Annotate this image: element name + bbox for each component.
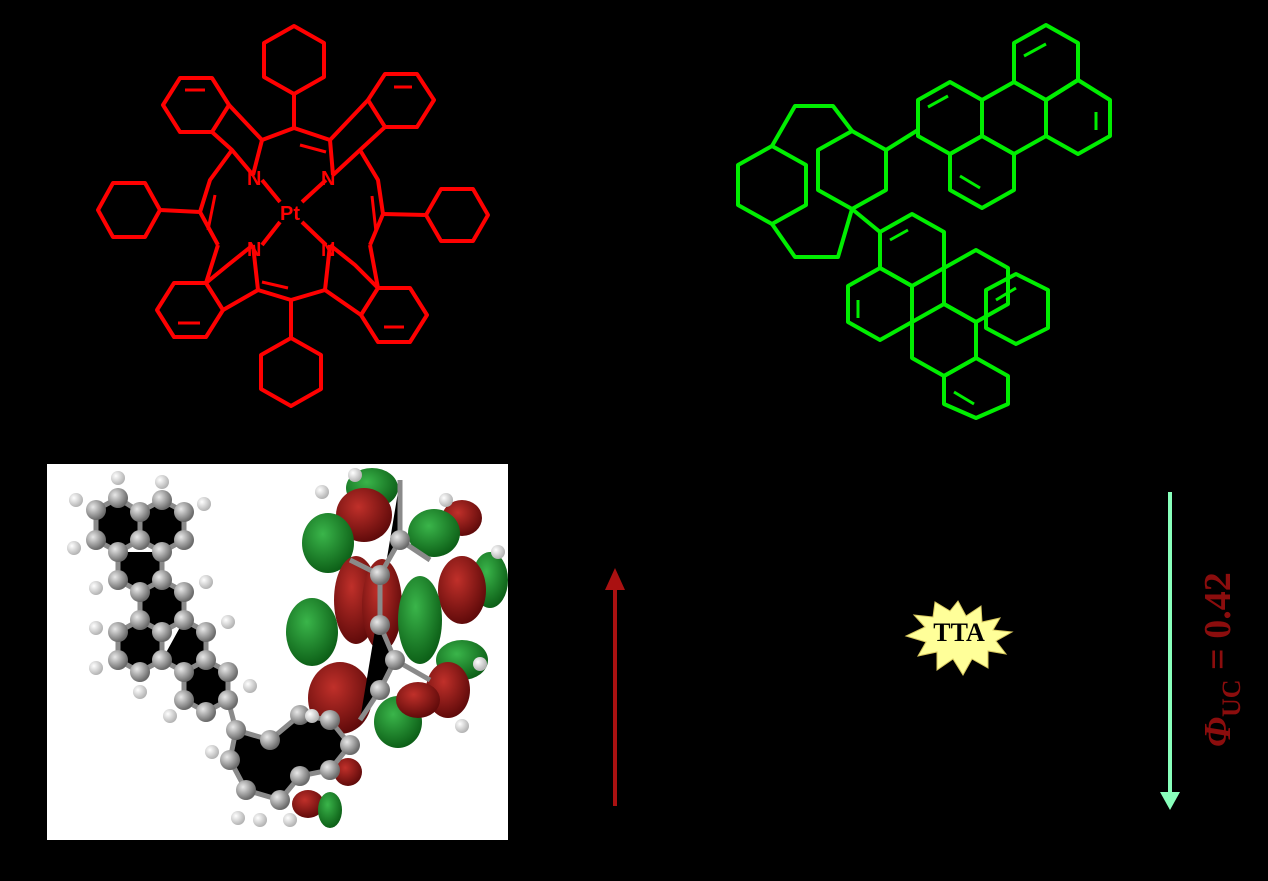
tta-burst-badge: TTA [904, 600, 1014, 676]
tta-label: TTA [933, 618, 985, 647]
nitrogen-label: N [321, 239, 335, 261]
phi-value: = 0.42 [1197, 572, 1239, 679]
platinum-label: Pt [280, 203, 300, 225]
nitrogen-label: N [247, 239, 261, 261]
green-annihilator-structure [736, 23, 1112, 420]
nitrogen-label: N [321, 168, 335, 190]
nitrogen-label: N [247, 168, 261, 190]
svg-text:ΦUC = 0.42: ΦUC = 0.42 [1197, 572, 1246, 747]
emission-arrow [1160, 492, 1180, 810]
red-porphyrin-atom-labels: N N N N Pt [247, 168, 335, 261]
carbon-atoms [86, 488, 410, 810]
red-porphyrin-structure [96, 24, 490, 408]
tta-starburst-shape [904, 600, 1014, 676]
homo-orbital-panel [47, 464, 508, 840]
phi-subscript: UC [1217, 679, 1246, 717]
hydrogen-atoms [67, 468, 505, 827]
phi-symbol: Φ [1197, 717, 1239, 747]
quantum-yield-label: ΦUC = 0.42 [1197, 572, 1246, 747]
excitation-arrow [605, 568, 625, 806]
